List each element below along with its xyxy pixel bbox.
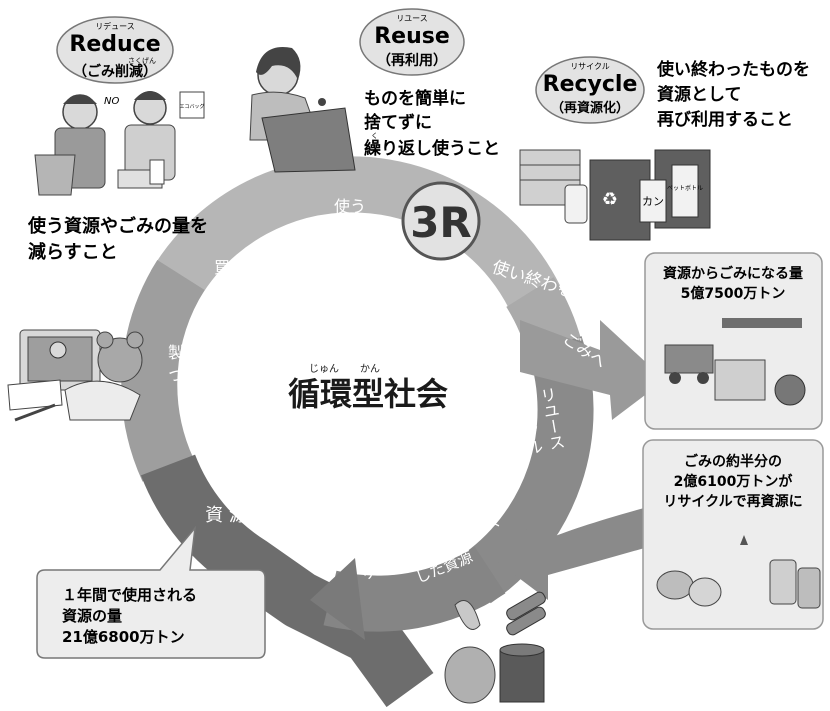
reduce-sub: （ごみ削減） (73, 63, 157, 80)
reuse-name: Reuse (374, 24, 450, 49)
label-use: 使う (334, 197, 366, 216)
center-ruby-jun: じゅん (309, 363, 339, 375)
waste-box-line1: 資源からごみになる量 (663, 265, 803, 282)
label-buy: 買う (214, 258, 246, 277)
recycle-box-line2: 2億6100万トンが (674, 473, 794, 490)
ring-segment-buy (121, 260, 205, 482)
recycle-box-line3: リサイクルで再資源に (663, 493, 802, 510)
recycle-desc-1: 使い終わったものを (656, 59, 810, 80)
svg-text:♻: ♻ (602, 189, 618, 210)
resource-callout-line1: １年間で使用される (62, 586, 197, 604)
reuse-desc-ruby: く (371, 132, 378, 140)
reduce-desc-2: 減らすこと (28, 241, 118, 263)
raw-resources-illustration (444, 591, 546, 704)
products-illustration (7, 329, 144, 422)
reduce-ruby: リデュース (95, 21, 135, 31)
recycle-illustration: カン ペットボトル ♻ (519, 149, 711, 241)
arrow-to-waste (520, 320, 665, 420)
resource-callout: １年間で使用される 資源の量 21億6800万トン (36, 525, 266, 659)
waste-box: 資源からごみになる量 5億7500万トン (644, 252, 823, 430)
recycle-box-line1: ごみの約半分の (684, 453, 782, 470)
center-title: 循環型社会 (288, 375, 448, 413)
badge-3r: 3R (401, 181, 481, 261)
badge-3r-text: 3R (410, 198, 472, 247)
waste-box-line2: 5億7500万トン (681, 285, 786, 302)
label-product-2: つくる (168, 366, 216, 385)
reuse-ruby: リユース (396, 14, 428, 23)
reduce-desc-1: 使う資源やごみの量を (27, 215, 208, 237)
reduce-illustration: NO エコバッグ (34, 91, 205, 196)
reduce-name: Reduce (69, 32, 160, 57)
reduce-sub-ruby: さくげん (128, 56, 156, 65)
recycle-desc-2: 資源として (657, 84, 742, 105)
label-resource: 資 源 (205, 505, 247, 526)
bin-can-text: カン (642, 195, 664, 208)
resource-callout-line2: 資源の量 (62, 607, 122, 625)
recycle-oval: リサイクル Recycle （再資源化） (535, 56, 645, 124)
reuse-desc-2: 捨てずに (364, 112, 432, 133)
recycle-ruby: リサイクル (570, 62, 610, 71)
recycle-desc-3: 再び利用すること (657, 109, 793, 130)
reuse-illustration (249, 47, 356, 173)
reduce-oval: リデュース Reduce さくげん （ごみ削減） (56, 16, 174, 84)
reuse-desc-1: ものを簡単に (364, 88, 466, 109)
arrow-from-recycle (495, 505, 655, 600)
reuse-desc-3: 繰り返し使うこと (364, 138, 500, 159)
eco-bag-text: エコバッグ (179, 103, 204, 110)
recycle-sub: （再資源化） (551, 100, 629, 116)
resource-callout-line3: 21億6800万トン (62, 628, 185, 646)
recycle-box: ごみの約半分の 2億6100万トンが リサイクルで再資源に (642, 439, 824, 630)
reduce-no-text: NO (104, 96, 119, 107)
recycle-name: Recycle (543, 72, 638, 97)
ring-segment-use (150, 156, 561, 311)
bin-pet-text: ペットボトル (667, 184, 703, 192)
reuse-oval: リユース Reuse （再利用） (359, 8, 465, 76)
reuse-sub: （再利用） (377, 52, 447, 69)
ring-arrow-recycled (310, 558, 365, 640)
center-ruby-kan: かん (360, 363, 380, 375)
label-product-1: 製品を (168, 343, 216, 362)
